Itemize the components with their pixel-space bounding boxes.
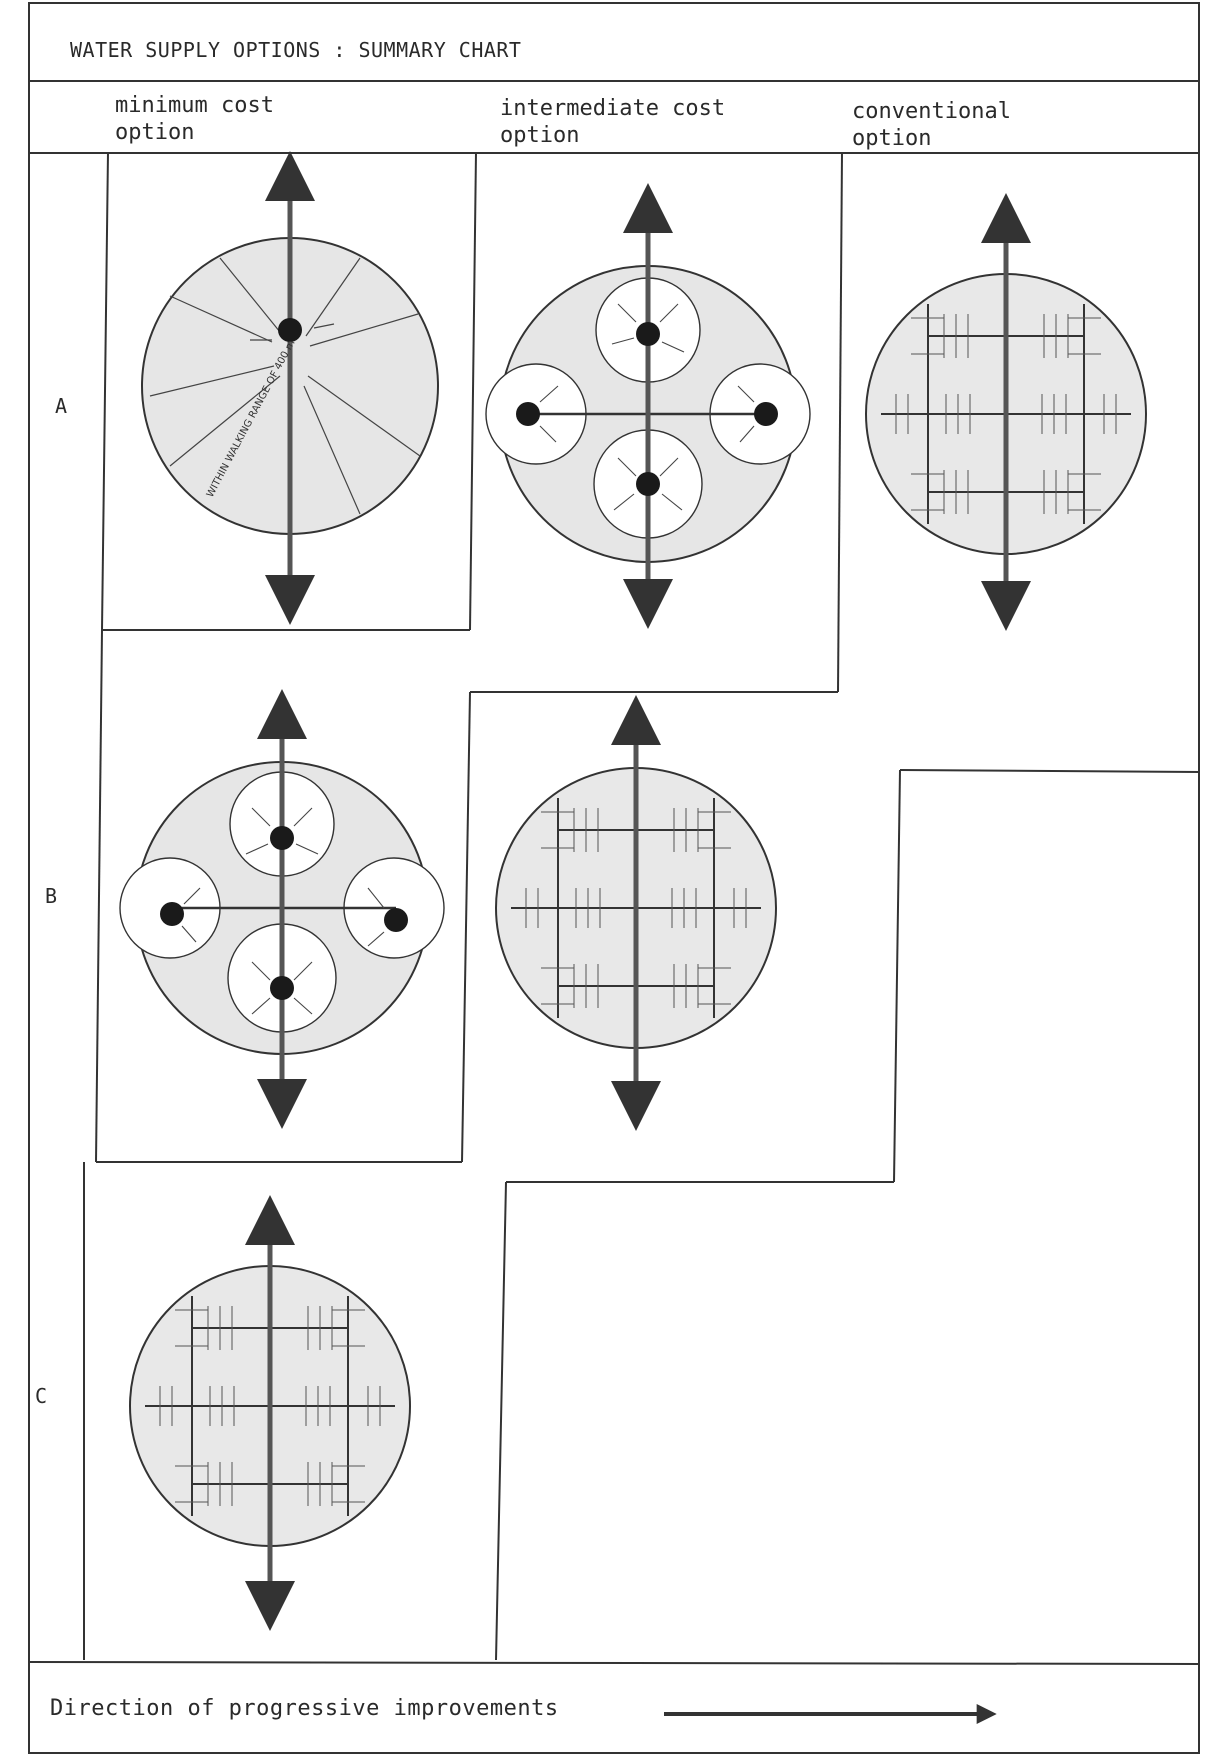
col-line-c-min-right: [496, 1182, 506, 1660]
diagram-a-minimum: WITHIN WALKING RANGE OF 400 m: [142, 176, 438, 600]
diagram-a-intermediate: [486, 208, 810, 604]
row-b-conv-top: [900, 770, 1200, 772]
col-line-b-left: [96, 630, 102, 1162]
diagram-b-minimum: [120, 714, 444, 1104]
col-line-minimum: [102, 152, 108, 630]
diagram-b-intermediate: [496, 720, 776, 1106]
diagram-a-conventional: [866, 218, 1146, 606]
col-line-a-int-right: [838, 152, 842, 692]
col-line-a-min-right: [470, 152, 476, 630]
col-line-b-int-right: [894, 770, 900, 1182]
diagram-c-minimum: [130, 1220, 410, 1606]
col-line-b-min-right: [462, 692, 470, 1162]
footer-divider: [28, 1662, 1200, 1664]
